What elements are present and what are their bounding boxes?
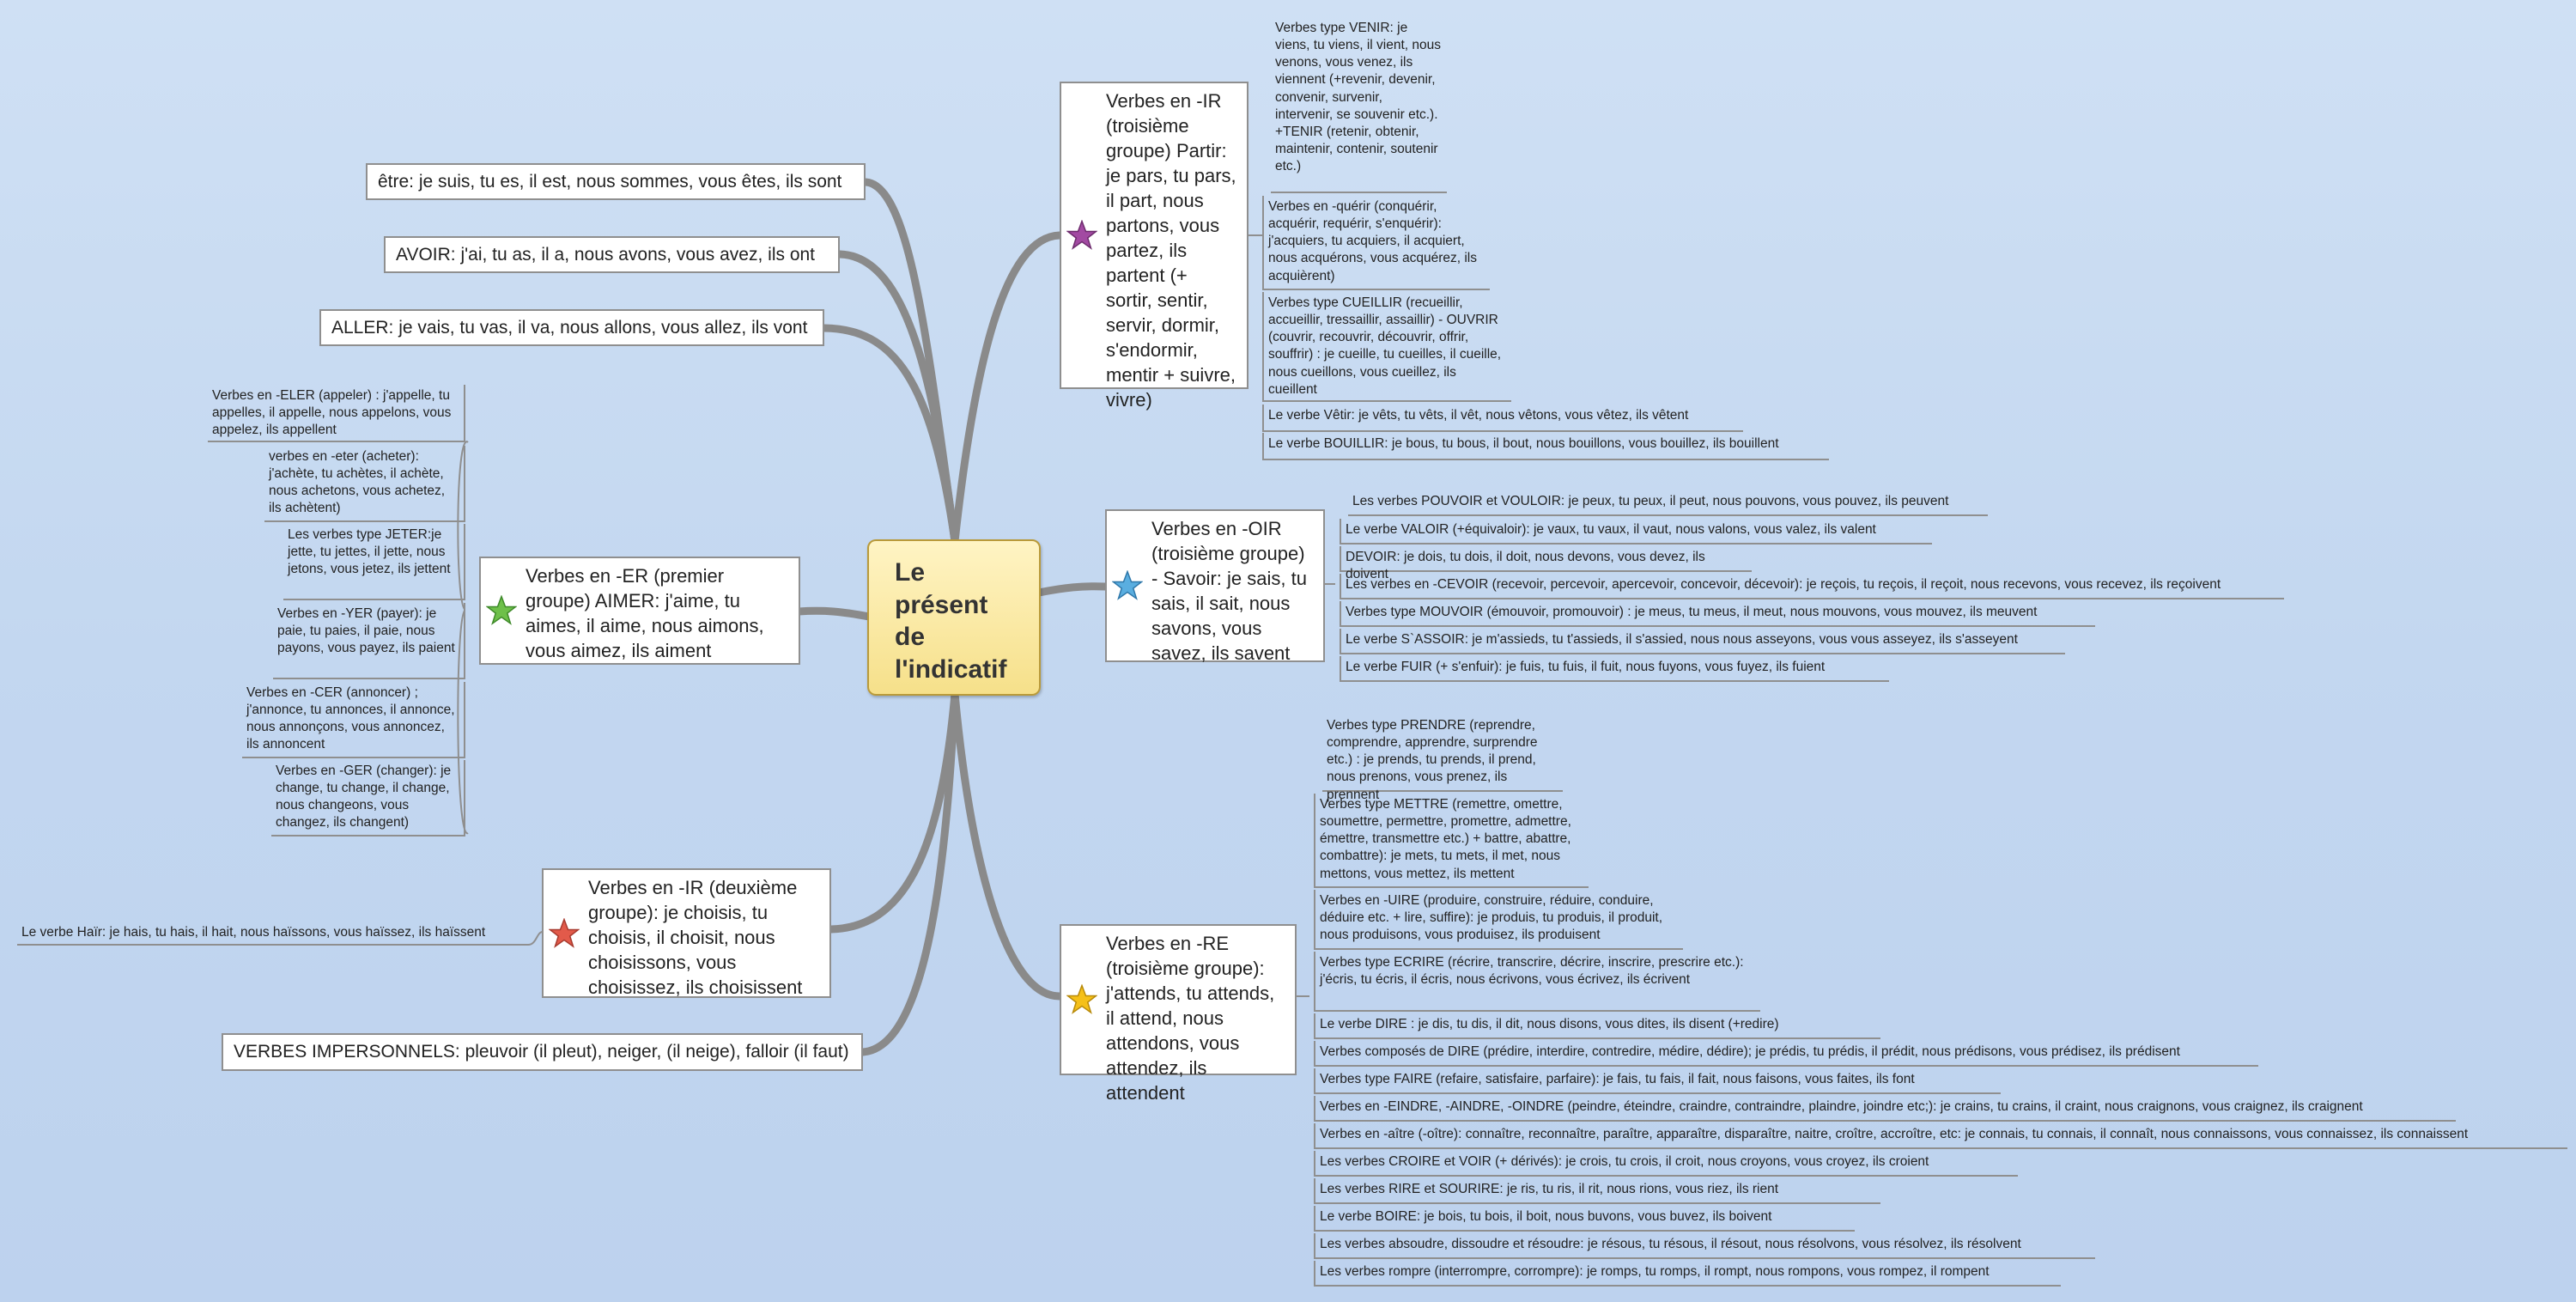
re-child-aitre[interactable]: Verbes en -aître (-oître): connaître, re… — [1314, 1123, 2567, 1149]
link-central-re — [951, 690, 1064, 1001]
topic-oir[interactable]: Verbes en -OIR (troisième groupe) - Savo… — [1105, 509, 1325, 665]
re-child-dire[interactable]: Le verbe DIRE : je dis, tu dis, il dit, … — [1314, 1013, 1880, 1039]
ir3-child-venir[interactable]: Verbes type VENIR: je viens, tu viens, i… — [1271, 17, 1447, 193]
main-branches — [794, 178, 1109, 1056]
re-child-faire[interactable]: Verbes type FAIRE (refaire, satisfaire, … — [1314, 1068, 2001, 1094]
yellow-star-icon — [1066, 984, 1097, 1014]
purple-star-icon — [1066, 220, 1097, 250]
oir-child-pouvoir[interactable]: Les verbes POUVOIR et VOULOIR: je peux, … — [1348, 490, 1988, 516]
ir3-child-vetir[interactable]: Le verbe Vêtir: je vêts, tu vêts, il vêt… — [1262, 405, 1743, 432]
link-central-impersonnels — [859, 690, 959, 1056]
re-child-uire[interactable]: Verbes en -UIRE (produire, construire, r… — [1314, 890, 1683, 950]
oir-child-valoir[interactable]: Le verbe VALOIR (+équivaloir): je vaux, … — [1340, 519, 1932, 545]
topic-aller[interactable]: ALLER: je vais, tu vas, il va, nous allo… — [319, 309, 824, 346]
topic-er-label: Verbes en -ER (premier groupe) AIMER: j'… — [526, 565, 764, 662]
topic-re-label: Verbes en -RE (troisième groupe): j'atte… — [1106, 933, 1275, 1104]
oir-child-cevoir[interactable]: Les verbes en -CEVOIR (recevoir, percevo… — [1340, 574, 2284, 599]
topic-impersonnels[interactable]: VERBES IMPERSONNELS: pleuvoir (il pleut)… — [222, 1033, 863, 1071]
topic-ir3-label: Verbes en -IR (troisième groupe) Partir:… — [1106, 90, 1236, 411]
er-child-cer[interactable]: Verbes en -CER (annoncer) ; j'annonce, t… — [242, 682, 465, 758]
topic-avoir[interactable]: AVOIR: j'ai, tu as, il a, nous avons, vo… — [384, 236, 840, 273]
oir-child-assoir[interactable]: Le verbe S`ASSOIR: je m'assieds, tu t'as… — [1340, 629, 2065, 654]
er-child-jeter[interactable]: Les verbes type JETER:je jette, tu jette… — [283, 524, 465, 600]
topic-er[interactable]: Verbes en -ER (premier groupe) AIMER: j'… — [479, 557, 800, 665]
re-child-eindre[interactable]: Verbes en -EINDRE, -AINDRE, -OINDRE (pei… — [1314, 1096, 2456, 1122]
re-child-croire-voir[interactable]: Les verbes CROIRE et VOIR (+ dérivés): j… — [1314, 1151, 2018, 1177]
topic-ir2-label: Verbes en -IR (deuxième groupe): je choi… — [588, 877, 803, 999]
ir3-child-querir[interactable]: Verbes en -quérir (conquérir, acquérir, … — [1262, 196, 1490, 290]
oir-child-fuir[interactable]: Le verbe FUIR (+ s'enfuir): je fuis, tu … — [1340, 656, 1889, 682]
topic-ir2[interactable]: Verbes en -IR (deuxième groupe): je choi… — [542, 868, 831, 998]
er-child-yer[interactable]: Verbes en -YER (payer): je paie, tu paie… — [273, 603, 465, 679]
re-child-boire[interactable]: Le verbe BOIRE: je bois, tu bois, il boi… — [1314, 1206, 1855, 1232]
topic-etre[interactable]: être: je suis, tu es, il est, nous somme… — [366, 163, 866, 200]
er-child-eter[interactable]: verbes en -eter (acheter): j'achète, tu … — [264, 446, 465, 522]
topic-ir3[interactable]: Verbes en -IR (troisième groupe) Partir:… — [1060, 82, 1249, 411]
re-child-rire[interactable]: Les verbes RIRE et SOURIRE: je ris, tu r… — [1314, 1178, 1880, 1204]
link-central-oir — [1035, 582, 1109, 597]
link-central-aller — [820, 324, 959, 545]
er-child-ger[interactable]: Verbes en -GER (changer): je change, tu … — [271, 760, 465, 837]
topic-oir-label: Verbes en -OIR (troisième groupe) - Savo… — [1151, 518, 1307, 665]
re-child-mettre[interactable]: Verbes type METTRE (remettre, omettre, s… — [1314, 794, 1589, 888]
re-child-ecrire[interactable]: Verbes type ECRIRE (récrire, transcrire,… — [1314, 952, 1760, 1012]
red-star-icon — [549, 917, 580, 948]
link-central-ir3 — [951, 231, 1064, 545]
blue-star-icon — [1112, 570, 1143, 600]
link-central-er — [794, 606, 873, 621]
link-central-etre — [861, 178, 959, 545]
re-child-composes-dire[interactable]: Verbes composés de DIRE (prédire, interd… — [1314, 1041, 2258, 1067]
ir2-child-hair[interactable]: Le verbe Haïr: je hais, tu hais, il hait… — [17, 922, 528, 946]
central-topic[interactable]: Le présent de l'indicatif — [867, 539, 1041, 696]
topic-re[interactable]: Verbes en -RE (troisième groupe): j'atte… — [1060, 924, 1297, 1104]
oir-child-devoir[interactable]: DEVOIR: je dois, tu dois, il doit, nous … — [1340, 546, 1752, 581]
ir3-child-bouillir[interactable]: Le verbe BOUILLIR: je bous, tu bous, il … — [1262, 433, 1829, 460]
re-child-rompre[interactable]: Les verbes rompre (interrompre, corrompr… — [1314, 1261, 2061, 1287]
er-child-eler[interactable]: Verbes en -ELER (appeler) : j'appelle, t… — [208, 385, 465, 442]
ir3-child-cueillir[interactable]: Verbes type CUEILLIR (recueillir, accuei… — [1262, 292, 1511, 402]
re-child-prendre[interactable]: Verbes type PRENDRE (reprendre, comprend… — [1322, 715, 1563, 802]
re-child-resoudre[interactable]: Les verbes absoudre, dissoudre et résoud… — [1314, 1233, 2095, 1259]
green-star-icon — [486, 595, 517, 625]
oir-child-mouvoir[interactable]: Verbes type MOUVOIR (émouvoir, promouvoi… — [1340, 601, 2095, 627]
